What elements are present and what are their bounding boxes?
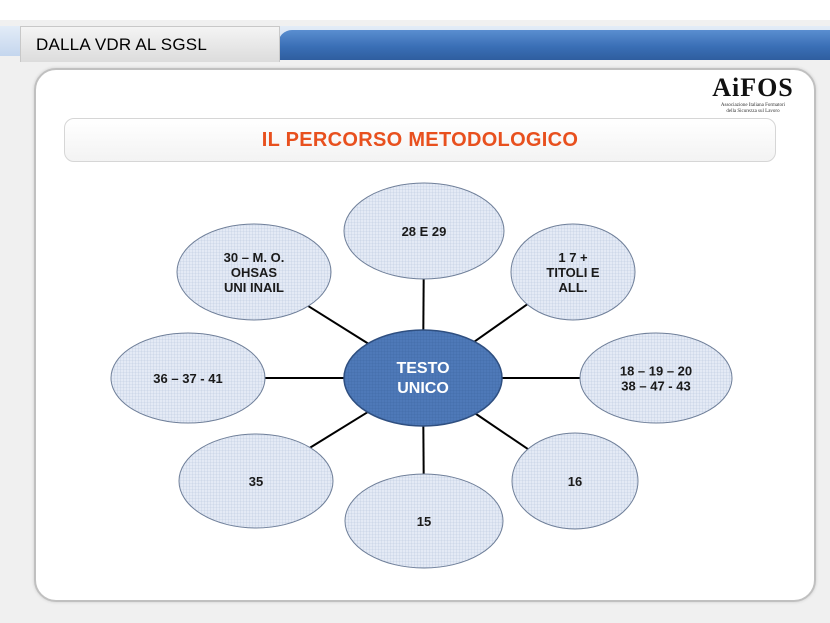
node-1-7-line-1: 1 7 + xyxy=(558,250,588,265)
slide-title: IL PERCORSO METODOLOGICO xyxy=(261,129,579,151)
center-node-label-line-1: TESTO xyxy=(396,360,449,377)
node-1-7-ellipse xyxy=(510,223,636,321)
header-tab xyxy=(20,26,280,62)
connector-node-35 xyxy=(309,411,369,449)
node-28-29: 28 E 29 xyxy=(343,182,505,280)
logo-subtitle-line2: della Sicurezza sul Lavoro xyxy=(726,109,780,114)
node-16-ellipse xyxy=(511,432,639,530)
node-15-line-1: 15 xyxy=(417,514,431,529)
node-1-7-line-3: ALL. xyxy=(559,280,588,295)
node-36-41: 36 – 37 - 41 xyxy=(110,332,266,424)
node-18-43-line-1: 18 – 19 – 20 xyxy=(620,364,692,379)
node-1-7-line-2: TITOLI E xyxy=(546,265,600,280)
center-node: TESTO UNICO xyxy=(343,329,503,427)
center-node-ellipse xyxy=(343,329,503,427)
connector-node-16 xyxy=(475,412,529,450)
node-28-29-line-1: 28 E 29 xyxy=(402,224,447,239)
node-36-41-ellipse xyxy=(110,332,266,424)
aifos-logo: AiFOS Associazione Italiana Formatori de… xyxy=(704,74,802,120)
node-16: 16 xyxy=(511,432,639,530)
logo-subtitle: Associazione Italiana Formatori della Si… xyxy=(704,103,802,115)
node-35-line-1: 35 xyxy=(249,474,263,489)
node-30-line-1: 30 – M. O. xyxy=(224,250,285,265)
logo-subtitle-line1: Associazione Italiana Formatori xyxy=(720,103,786,108)
node-35: 35 xyxy=(178,433,334,529)
header-blue-stripe xyxy=(278,30,830,60)
node-30-ellipse xyxy=(176,223,332,321)
connector-lines xyxy=(265,278,580,475)
node-35-ellipse xyxy=(178,433,334,529)
logo-name: AiFOS xyxy=(712,73,794,102)
center-node-label-line-2: UNICO xyxy=(397,380,449,397)
title-box xyxy=(64,118,776,162)
node-30-line-3: UNI INAIL xyxy=(224,280,284,295)
node-30-line-2: OHSAS xyxy=(231,265,278,280)
connector-node-30 xyxy=(307,305,369,345)
node-18-43-ellipse xyxy=(579,332,733,424)
node-16-line-1: 16 xyxy=(568,474,582,489)
connector-node-1-7 xyxy=(473,303,528,343)
node-15: 15 xyxy=(344,473,504,569)
top-band xyxy=(0,0,830,20)
node-18-43-line-2: 38 – 47 - 43 xyxy=(621,379,690,394)
node-36-41-line-1: 36 – 37 - 41 xyxy=(153,371,222,386)
node-15-ellipse xyxy=(344,473,504,569)
header-tab-label: DALLA VDR AL SGSL xyxy=(36,35,207,54)
node-28-29-ellipse xyxy=(343,182,505,280)
